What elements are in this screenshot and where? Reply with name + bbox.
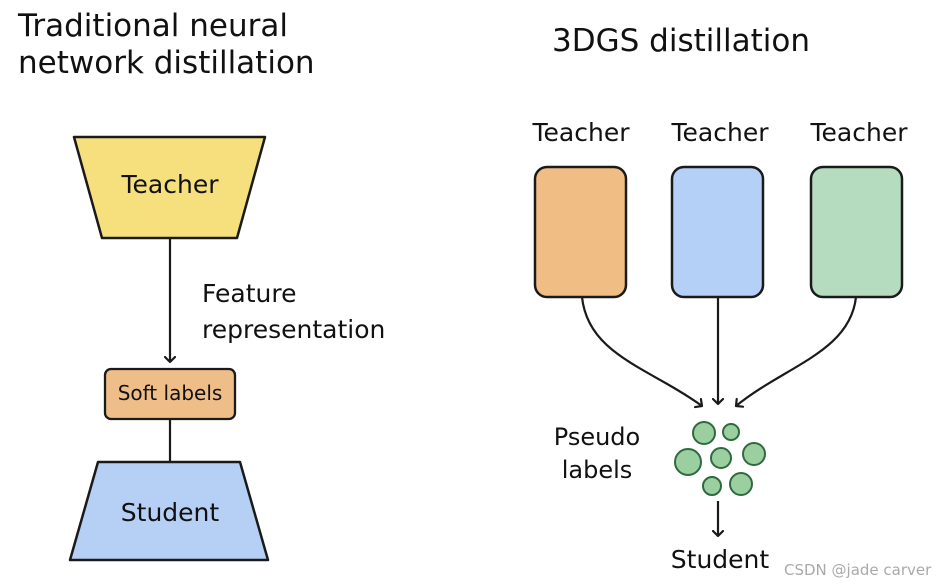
arrow-right-teacher	[736, 296, 858, 406]
feature-annotation-line-2: representation	[202, 315, 386, 344]
teacher-label: Teacher	[121, 170, 219, 199]
pseudo-dot	[729, 472, 753, 496]
pseudo-labels-line-2: labels	[561, 456, 633, 484]
teacher-heading-2: Teacher	[671, 118, 769, 147]
pseudo-dot	[702, 476, 722, 496]
pseudo-dot	[722, 423, 740, 441]
teacher-heading-1: Teacher	[532, 118, 630, 147]
pseudo-labels-line-1: Pseudo	[553, 423, 641, 451]
soft-labels-label: Soft labels	[117, 381, 223, 405]
left-title-line-2: network distillation	[18, 45, 315, 81]
teacher-trapezoid	[72, 135, 267, 240]
arrow-left-teacher	[580, 296, 702, 406]
pseudo-dot	[710, 447, 732, 469]
student-trapezoid	[68, 460, 270, 562]
pseudo-dot	[742, 442, 766, 466]
right-title: 3DGS distillation	[552, 23, 810, 59]
left-title: Traditional neural network distillation	[18, 8, 348, 82]
left-title-line-1: Traditional neural	[18, 8, 288, 44]
feature-annotation: Feature representation	[202, 276, 385, 348]
pseudo-dot	[674, 448, 702, 476]
student-label-right: Student	[670, 545, 770, 574]
pseudo-labels-cluster	[674, 421, 766, 496]
pseudo-dot	[692, 421, 716, 445]
pseudo-labels-text: Pseudo labels	[542, 421, 652, 487]
student-label: Student	[120, 498, 220, 527]
teacher-box-green	[809, 165, 904, 299]
teacher-box-orange	[533, 165, 628, 299]
teacher-box-blue	[670, 165, 765, 299]
teacher-heading-3: Teacher	[810, 118, 908, 147]
feature-annotation-line-1: Feature	[202, 279, 297, 308]
watermark: CSDN @jade carver	[784, 561, 932, 579]
